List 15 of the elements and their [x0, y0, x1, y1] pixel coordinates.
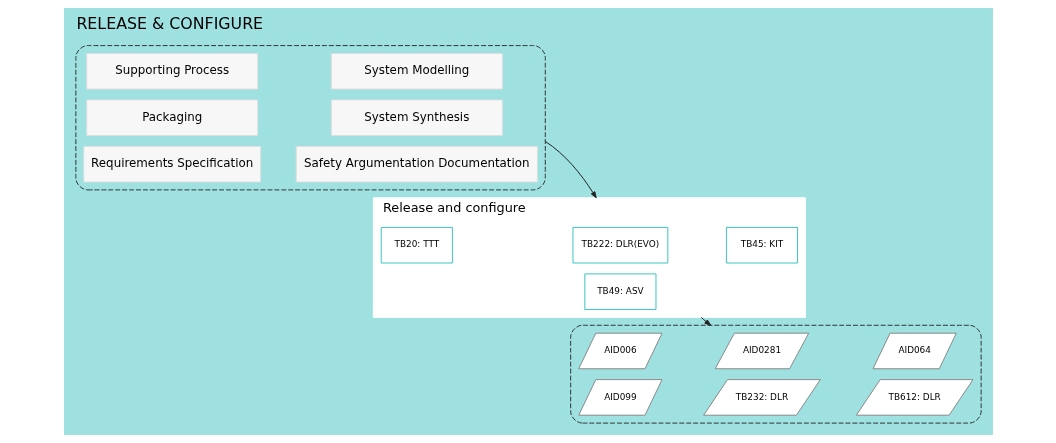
node-box: TB20: TTT — [380, 226, 453, 264]
node-box: TB45: KIT — [725, 226, 798, 264]
arrow — [700, 316, 711, 326]
node-box: TB222: DLR(EVO) — [571, 226, 668, 264]
node-box: Packaging — [85, 99, 258, 136]
node-box: TB49: ASV — [583, 273, 656, 310]
cluster — [569, 324, 982, 424]
node-box: Safety Argumentation Documentation — [295, 145, 538, 183]
diagram-title: RELEASE & CONFIGURE — [75, 13, 263, 33]
arrow — [544, 140, 597, 199]
cluster — [74, 45, 546, 191]
node-box: Requirements Specification — [82, 145, 261, 183]
node-box: System Modelling — [330, 53, 503, 90]
node-box: Supporting Process — [85, 53, 258, 90]
node-box: System Synthesis — [330, 99, 503, 136]
